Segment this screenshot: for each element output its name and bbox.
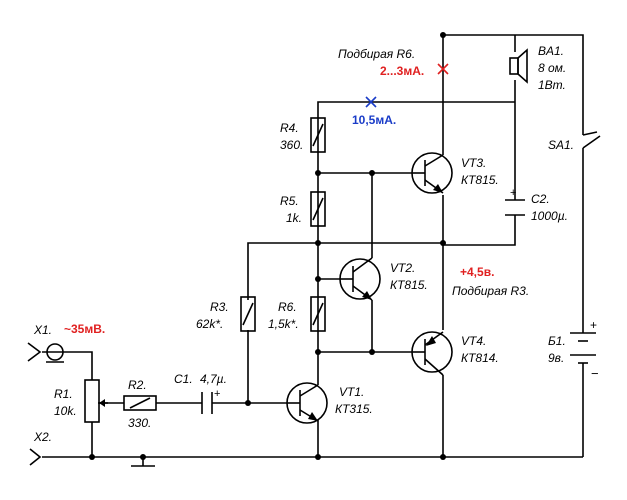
r4-feed-wire [317, 101, 515, 110]
r5-value: 1k. [286, 211, 302, 225]
r2-value: 330. [128, 416, 151, 430]
transistor-vt1 [286, 382, 328, 424]
battery-b1: + − [570, 318, 599, 381]
ba1-ref: BA1. [538, 44, 564, 58]
r4-ref: R4. [280, 121, 299, 135]
c2-mid-wire [443, 215, 516, 246]
c2-ref: C2. [531, 192, 550, 206]
ba1-value2: 1Вт. [538, 78, 566, 92]
vt3-ref: VT3. [461, 156, 486, 170]
vt1-ref: VT1. [339, 385, 364, 399]
transistor-vt4 [411, 331, 453, 376]
vt2-value: КТ815. [390, 278, 428, 292]
r6-value: 1,5k*. [268, 317, 299, 331]
svg-text:+: + [590, 318, 597, 332]
r4-value: 360. [280, 138, 303, 152]
capacitor-c2: + [505, 187, 525, 216]
svg-text:−: − [591, 366, 599, 381]
wires [42, 34, 584, 466]
b1-value: 9в. [548, 351, 564, 365]
mid-voltage-label: +4,5в. [460, 265, 494, 279]
potentiometer-r1 [84, 379, 108, 423]
capacitor-c1: + [201, 388, 220, 414]
c2-value: 1000µ. [531, 209, 568, 223]
vt4-value: КТ814. [461, 351, 499, 365]
r5-ref: R5. [280, 194, 299, 208]
svg-text:+: + [214, 388, 220, 400]
junction-dots [89, 32, 446, 460]
r6-ref: R6. [278, 300, 297, 314]
b1-ref: Б1. [548, 334, 566, 348]
x2-label: X2. [33, 430, 52, 444]
r3-hint-label: Подбирая R3. [452, 284, 529, 298]
measurement-cross-red [437, 63, 449, 75]
r3-ref: R3. [210, 300, 229, 314]
connector-x2 [29, 448, 42, 466]
top-rail-wire [443, 34, 584, 135]
vt2-ref: VT2. [390, 261, 415, 275]
r4-current-label: 10,5мА. [352, 113, 396, 127]
resistor-r6 [310, 296, 326, 332]
input-level-label: ~35мВ. [64, 322, 105, 336]
resistor-r4 [310, 117, 326, 153]
vt4-ref: VT4. [461, 334, 486, 348]
r3-feedback-wire [247, 242, 443, 300]
resistor-r5 [310, 191, 326, 227]
r3-value: 62k*. [196, 317, 223, 331]
r2-ref: R2. [128, 378, 147, 392]
r1-value: 10k. [54, 404, 77, 418]
r6-current-label: 2...3мА. [380, 64, 424, 78]
resistor-r2 [123, 395, 157, 411]
r6-hint-label: Подбирая R6. [338, 47, 415, 61]
transistor-vt3 [411, 152, 453, 194]
c1-ref: C1. [174, 372, 193, 386]
x1-label: X1. [33, 323, 52, 337]
connector-x1 [27, 342, 64, 363]
c1-value: 4,7µ. [200, 372, 227, 386]
r1-ref: R1. [54, 387, 73, 401]
x1-input-wire [42, 351, 93, 380]
resistor-r3 [240, 296, 256, 332]
sa1-ref: SA1. [548, 138, 574, 152]
transistor-vt2 [339, 257, 381, 301]
speaker-ba1 [509, 48, 528, 84]
vt3-value: КТ815. [461, 173, 499, 187]
ba1-value1: 8 ом. [538, 61, 566, 75]
svg-text:+: + [510, 187, 516, 199]
switch-sa1 [582, 131, 601, 155]
vt1-value: КТ315. [335, 402, 373, 416]
measurement-cross-blue [365, 96, 377, 108]
